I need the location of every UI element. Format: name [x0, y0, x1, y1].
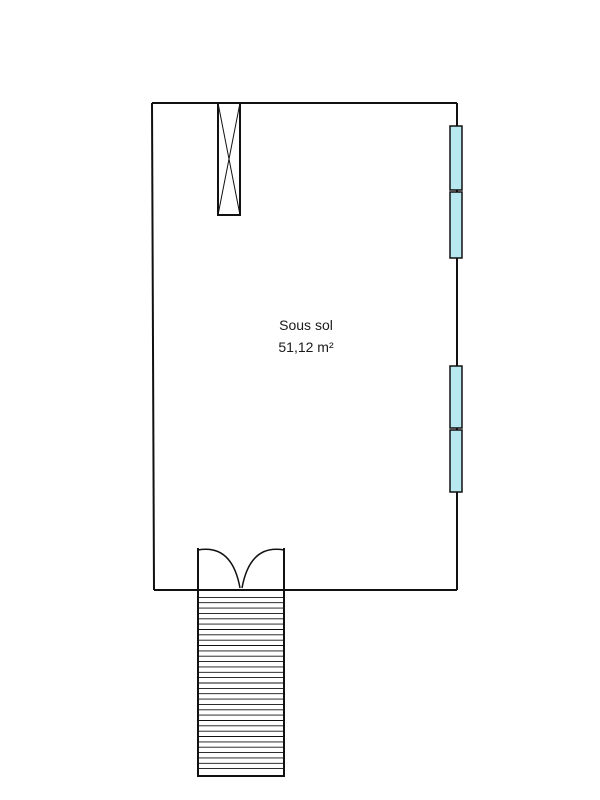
- window-pane: [449, 125, 463, 191]
- stair-treads: [198, 596, 284, 770]
- room-name: Sous sol: [279, 317, 333, 333]
- staircase: [197, 589, 285, 777]
- window-pane: [449, 191, 463, 259]
- window-pane: [449, 365, 463, 429]
- ventilation-duct-icon: [217, 102, 241, 216]
- windows: [449, 125, 463, 493]
- double-door-icon: [197, 548, 285, 590]
- room-area: 51,12 m²: [278, 339, 334, 355]
- window-pane: [449, 429, 463, 493]
